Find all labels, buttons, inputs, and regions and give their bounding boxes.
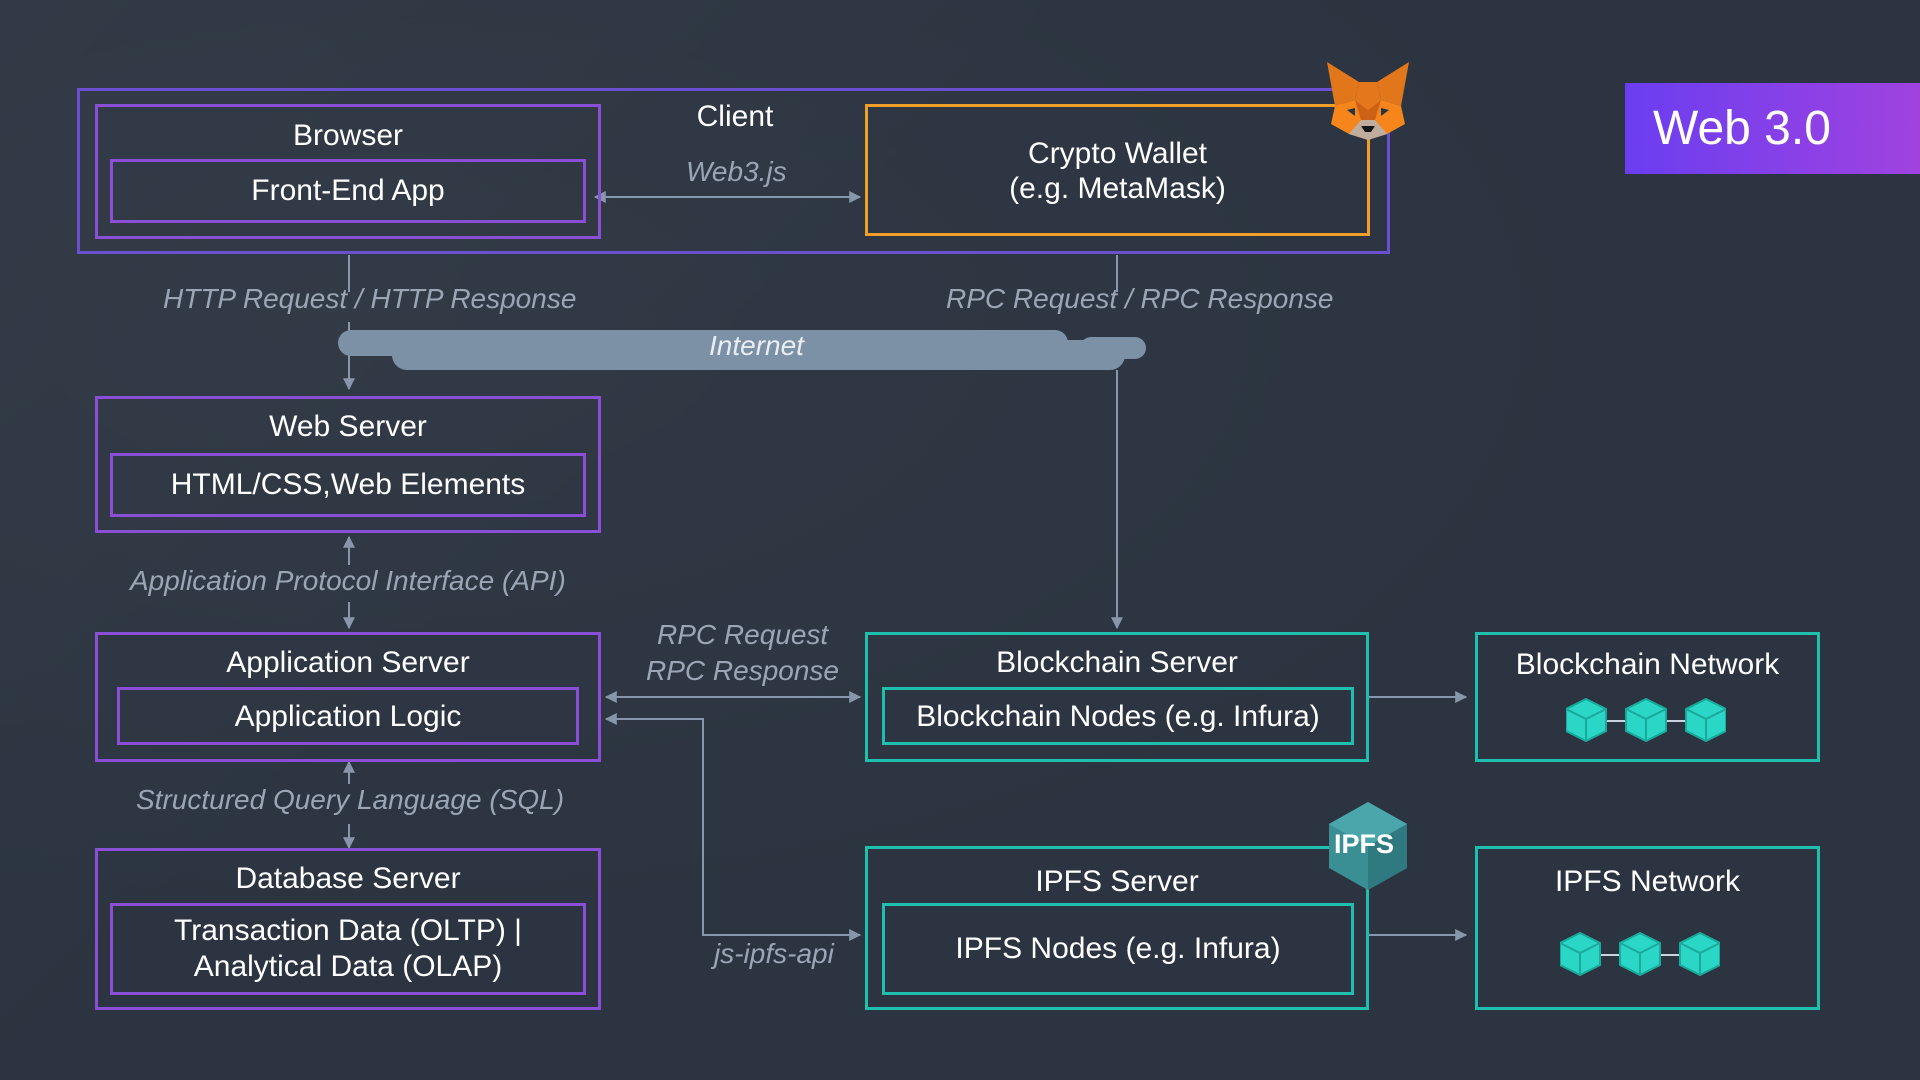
database-server-title: Database Server <box>235 862 461 895</box>
application-server-title: Application Server <box>226 646 470 679</box>
ipfs-network-title: IPFS Network <box>1554 865 1741 898</box>
ipfs-cubes-icon <box>1560 931 1720 977</box>
metamask-fox-icon <box>1327 62 1409 140</box>
ipfs-badge-label: IPFS <box>1334 829 1395 859</box>
front-end-app-box: Front-End App <box>110 159 586 223</box>
blockchain-nodes-box: Blockchain Nodes (e.g. Infura) <box>882 687 1354 745</box>
olap-label: Analytical Data (OLAP) <box>193 950 503 983</box>
blockchain-nodes-label: Blockchain Nodes (e.g. Infura) <box>916 700 1320 733</box>
web-elements-label: HTML/CSS,Web Elements <box>170 468 526 501</box>
js-ipfs-api-label: js-ipfs-api <box>714 938 834 969</box>
wallet-line2: (e.g. MetaMask) <box>1009 172 1226 205</box>
http-label: HTTP Request / HTTP Response <box>163 283 577 314</box>
internet-label: Internet <box>709 330 804 361</box>
browser-title: Browser <box>292 119 404 152</box>
browser-box: Browser Front-End App <box>95 104 601 239</box>
client-container <box>77 88 1390 254</box>
ipfs-nodes-label: IPFS Nodes (e.g. Infura) <box>955 932 1281 965</box>
ipfs-logo-icon <box>1329 802 1407 890</box>
web-server-box: Web Server HTML/CSS,Web Elements <box>95 396 601 533</box>
oltp-label: Transaction Data (OLTP) | <box>174 914 522 947</box>
application-logic-box: Application Logic <box>117 687 579 745</box>
web3js-label: Web3.js <box>686 156 787 187</box>
application-logic-label: Application Logic <box>234 700 462 733</box>
web3-badge: Web 3.0 <box>1625 83 1920 174</box>
sql-label: Structured Query Language (SQL) <box>136 784 565 815</box>
blockchain-server-title: Blockchain Server <box>996 646 1238 679</box>
blockchain-network-title: Blockchain Network <box>1515 648 1780 681</box>
crypto-wallet-box: Crypto Wallet (e.g. MetaMask) <box>865 104 1370 236</box>
database-server-box: Database Server Transaction Data (OLTP) … <box>95 848 601 1010</box>
web-elements-box: HTML/CSS,Web Elements <box>110 453 586 517</box>
ipfs-network-box: IPFS Network <box>1475 846 1820 1010</box>
wallet-line1: Crypto Wallet <box>1028 137 1207 170</box>
rpc-request-label: RPC Request <box>657 619 829 650</box>
application-server-box: Application Server Application Logic <box>95 632 601 762</box>
ipfs-server-box: IPFS Server IPFS Nodes (e.g. Infura) <box>865 846 1369 1010</box>
web-server-title: Web Server <box>269 410 427 443</box>
ipfs-nodes-box: IPFS Nodes (e.g. Infura) <box>882 903 1354 995</box>
database-data-box: Transaction Data (OLTP) | Analytical Dat… <box>110 903 586 995</box>
ipfs-server-title: IPFS Server <box>1035 865 1199 898</box>
rpc-response-label: RPC Response <box>646 655 839 686</box>
blockchain-network-box: Blockchain Network <box>1475 632 1820 762</box>
front-end-app-label: Front-End App <box>251 174 445 207</box>
client-label: Client <box>696 100 774 133</box>
blockchain-cubes-icon <box>1566 697 1726 743</box>
blockchain-server-box: Blockchain Server Blockchain Nodes (e.g.… <box>865 632 1369 762</box>
api-label: Application Protocol Interface (API) <box>130 565 566 596</box>
rpc-top-label: RPC Request / RPC Response <box>946 283 1334 314</box>
